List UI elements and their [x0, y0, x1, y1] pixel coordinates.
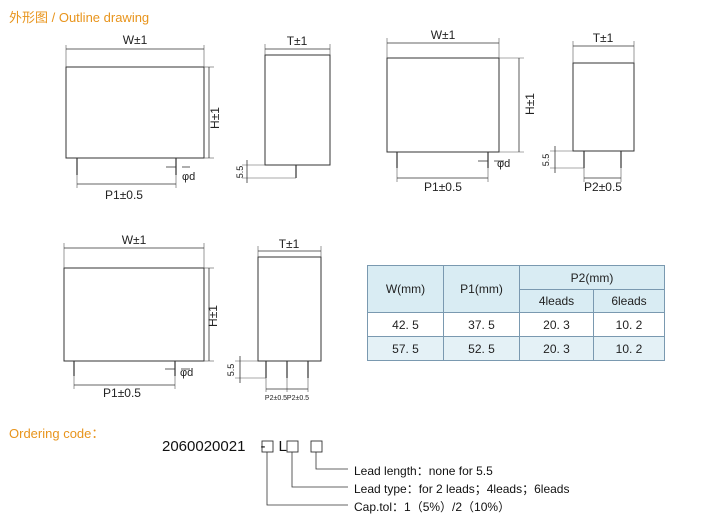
thickness-label: T±1	[287, 34, 308, 48]
cap-tol-box	[261, 440, 274, 453]
pin-diameter-label: φd	[497, 158, 510, 170]
body-outline	[65, 66, 205, 159]
col-header-4leads: 4leads	[519, 289, 594, 313]
pitch-p2-label-left: P2±0.5	[265, 395, 287, 402]
pitch-p1-label: P1±0.5	[105, 188, 143, 202]
front-view-c: W±1 H±1 P1±0.5 φd	[386, 28, 537, 194]
lead-length-label: 5.5	[235, 166, 245, 179]
side-body-outline	[257, 256, 322, 362]
dimension-table: W(mm) P1(mm) P2(mm) 4leads 6leads 42. 5 …	[367, 265, 665, 361]
lead-length-label: 5.5	[226, 364, 236, 377]
ordering-code: 2060020021-L	[162, 438, 287, 455]
lead-length-box	[310, 440, 323, 453]
width-label: W±1	[123, 33, 148, 47]
table-row: 42. 5 37. 5 20. 3 10. 2	[367, 312, 665, 337]
note-cap-tol: Cap.tol：1（5%）/2（10%）	[354, 500, 511, 514]
side-body-outline	[572, 62, 635, 152]
body-outline	[63, 267, 205, 362]
cell-6leads: 10. 2	[593, 336, 665, 361]
ordering-callouts	[261, 440, 348, 506]
pitch-p2-label-right: P2±0.5	[287, 395, 309, 402]
side-body-outline	[264, 54, 331, 166]
width-label: W±1	[431, 28, 456, 42]
cell-4leads: 20. 3	[519, 336, 594, 361]
col-header-p1: P1(mm)	[443, 265, 520, 313]
height-label: H±1	[523, 93, 537, 115]
side-view-f: T±1 5.5 P2±0.5 P2±0.5	[226, 237, 322, 402]
thickness-label: T±1	[593, 31, 614, 45]
pitch-p1-label: P1±0.5	[424, 180, 462, 194]
outline-drawing-title: 外形图 / Outline drawing	[9, 10, 150, 25]
cell-6leads: 10. 2	[593, 312, 665, 337]
side-view-b: T±1 5.5	[235, 34, 331, 183]
cell-w: 42. 5	[367, 312, 444, 337]
front-view-a: W±1 H±1 P1±0.5 φd	[65, 33, 222, 202]
note-lead-type: Lead type：for 2 leads；4leads；6leads	[354, 482, 570, 496]
code-prefix: 2060020021	[162, 438, 246, 455]
cell-4leads: 20. 3	[519, 312, 594, 337]
height-label: H±1	[208, 107, 222, 129]
cell-p1: 52. 5	[443, 336, 520, 361]
note-lead-length: Lead length：none for 5.5	[354, 464, 493, 478]
col-header-p2: P2(mm)	[519, 265, 665, 290]
lead-length-label: 5.5	[541, 154, 551, 167]
width-label: W±1	[122, 233, 147, 247]
pitch-p2-label: P2±0.5	[584, 180, 622, 194]
cell-w: 57. 5	[367, 336, 444, 361]
height-label: H±1	[206, 305, 220, 327]
table-row: 57. 5 52. 5 20. 3 10. 2	[367, 336, 665, 361]
pin-diameter-label: φd	[182, 171, 195, 183]
ordering-code-title: Ordering code：	[9, 426, 105, 441]
col-header-w: W(mm)	[367, 265, 444, 313]
front-view-e: W±1 H±1 P1±0.5 φd	[63, 233, 220, 400]
thickness-label: T±1	[279, 237, 300, 251]
pin-diameter-label: φd	[180, 367, 193, 379]
body-outline	[386, 57, 500, 153]
code-suffix-letter: L	[278, 438, 287, 455]
lead-type-box	[286, 440, 299, 453]
side-view-d: T±1 5.5 P2±0.5	[541, 31, 635, 194]
code-dash: -	[260, 438, 266, 455]
pitch-p1-label: P1±0.5	[103, 386, 141, 400]
col-header-6leads: 6leads	[593, 289, 665, 313]
cell-p1: 37. 5	[443, 312, 520, 337]
